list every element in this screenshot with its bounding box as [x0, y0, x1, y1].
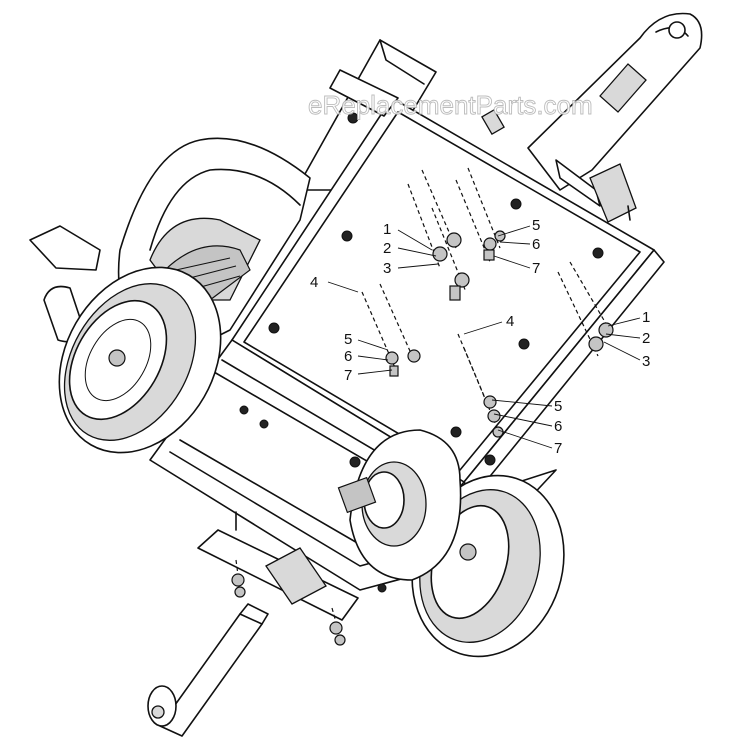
hardware-stack-right: [557, 261, 614, 357]
callout-3-right: 3: [642, 353, 650, 370]
hardware-stack-left: [361, 283, 421, 377]
callout-6-right: 6: [554, 418, 562, 435]
wheel-bar: [147, 603, 269, 737]
callout-2-right: 2: [642, 330, 650, 347]
upright-bracket: [295, 39, 505, 191]
blade-guard: [337, 429, 462, 581]
left-wheel: [58, 266, 222, 454]
leader-lines: [327, 225, 641, 449]
callout-5-right: 5: [554, 398, 562, 415]
callout-4-center: 4: [506, 313, 514, 330]
callout-6-left: 6: [344, 348, 352, 365]
callout-7-right: 7: [554, 440, 562, 457]
callout-4-left: 4: [310, 274, 318, 291]
callout-5-top: 5: [532, 217, 540, 234]
callout-7-left: 7: [344, 367, 352, 384]
plate-holes: [239, 112, 604, 593]
callout-7-top: 7: [532, 260, 540, 277]
hardware-stack-center: [457, 333, 504, 438]
callout-5-left: 5: [344, 331, 352, 348]
watermark-text: eReplacementParts.com: [308, 90, 593, 120]
callout-1-right: 1: [642, 309, 650, 326]
tow-handle: [527, 12, 703, 223]
callout-labels: 1 2 3 4 5 6 7 5 6 7 4 1 2 3 5 6 7: [310, 217, 650, 457]
callout-2-top: 2: [383, 240, 391, 257]
lower-bracket: [197, 511, 359, 621]
callout-3-top: 3: [383, 260, 391, 277]
callout-1-top: 1: [383, 221, 391, 238]
hardware-lower: [231, 559, 346, 646]
callout-6-top: 6: [532, 236, 540, 253]
hardware-stack-top: [407, 167, 506, 301]
